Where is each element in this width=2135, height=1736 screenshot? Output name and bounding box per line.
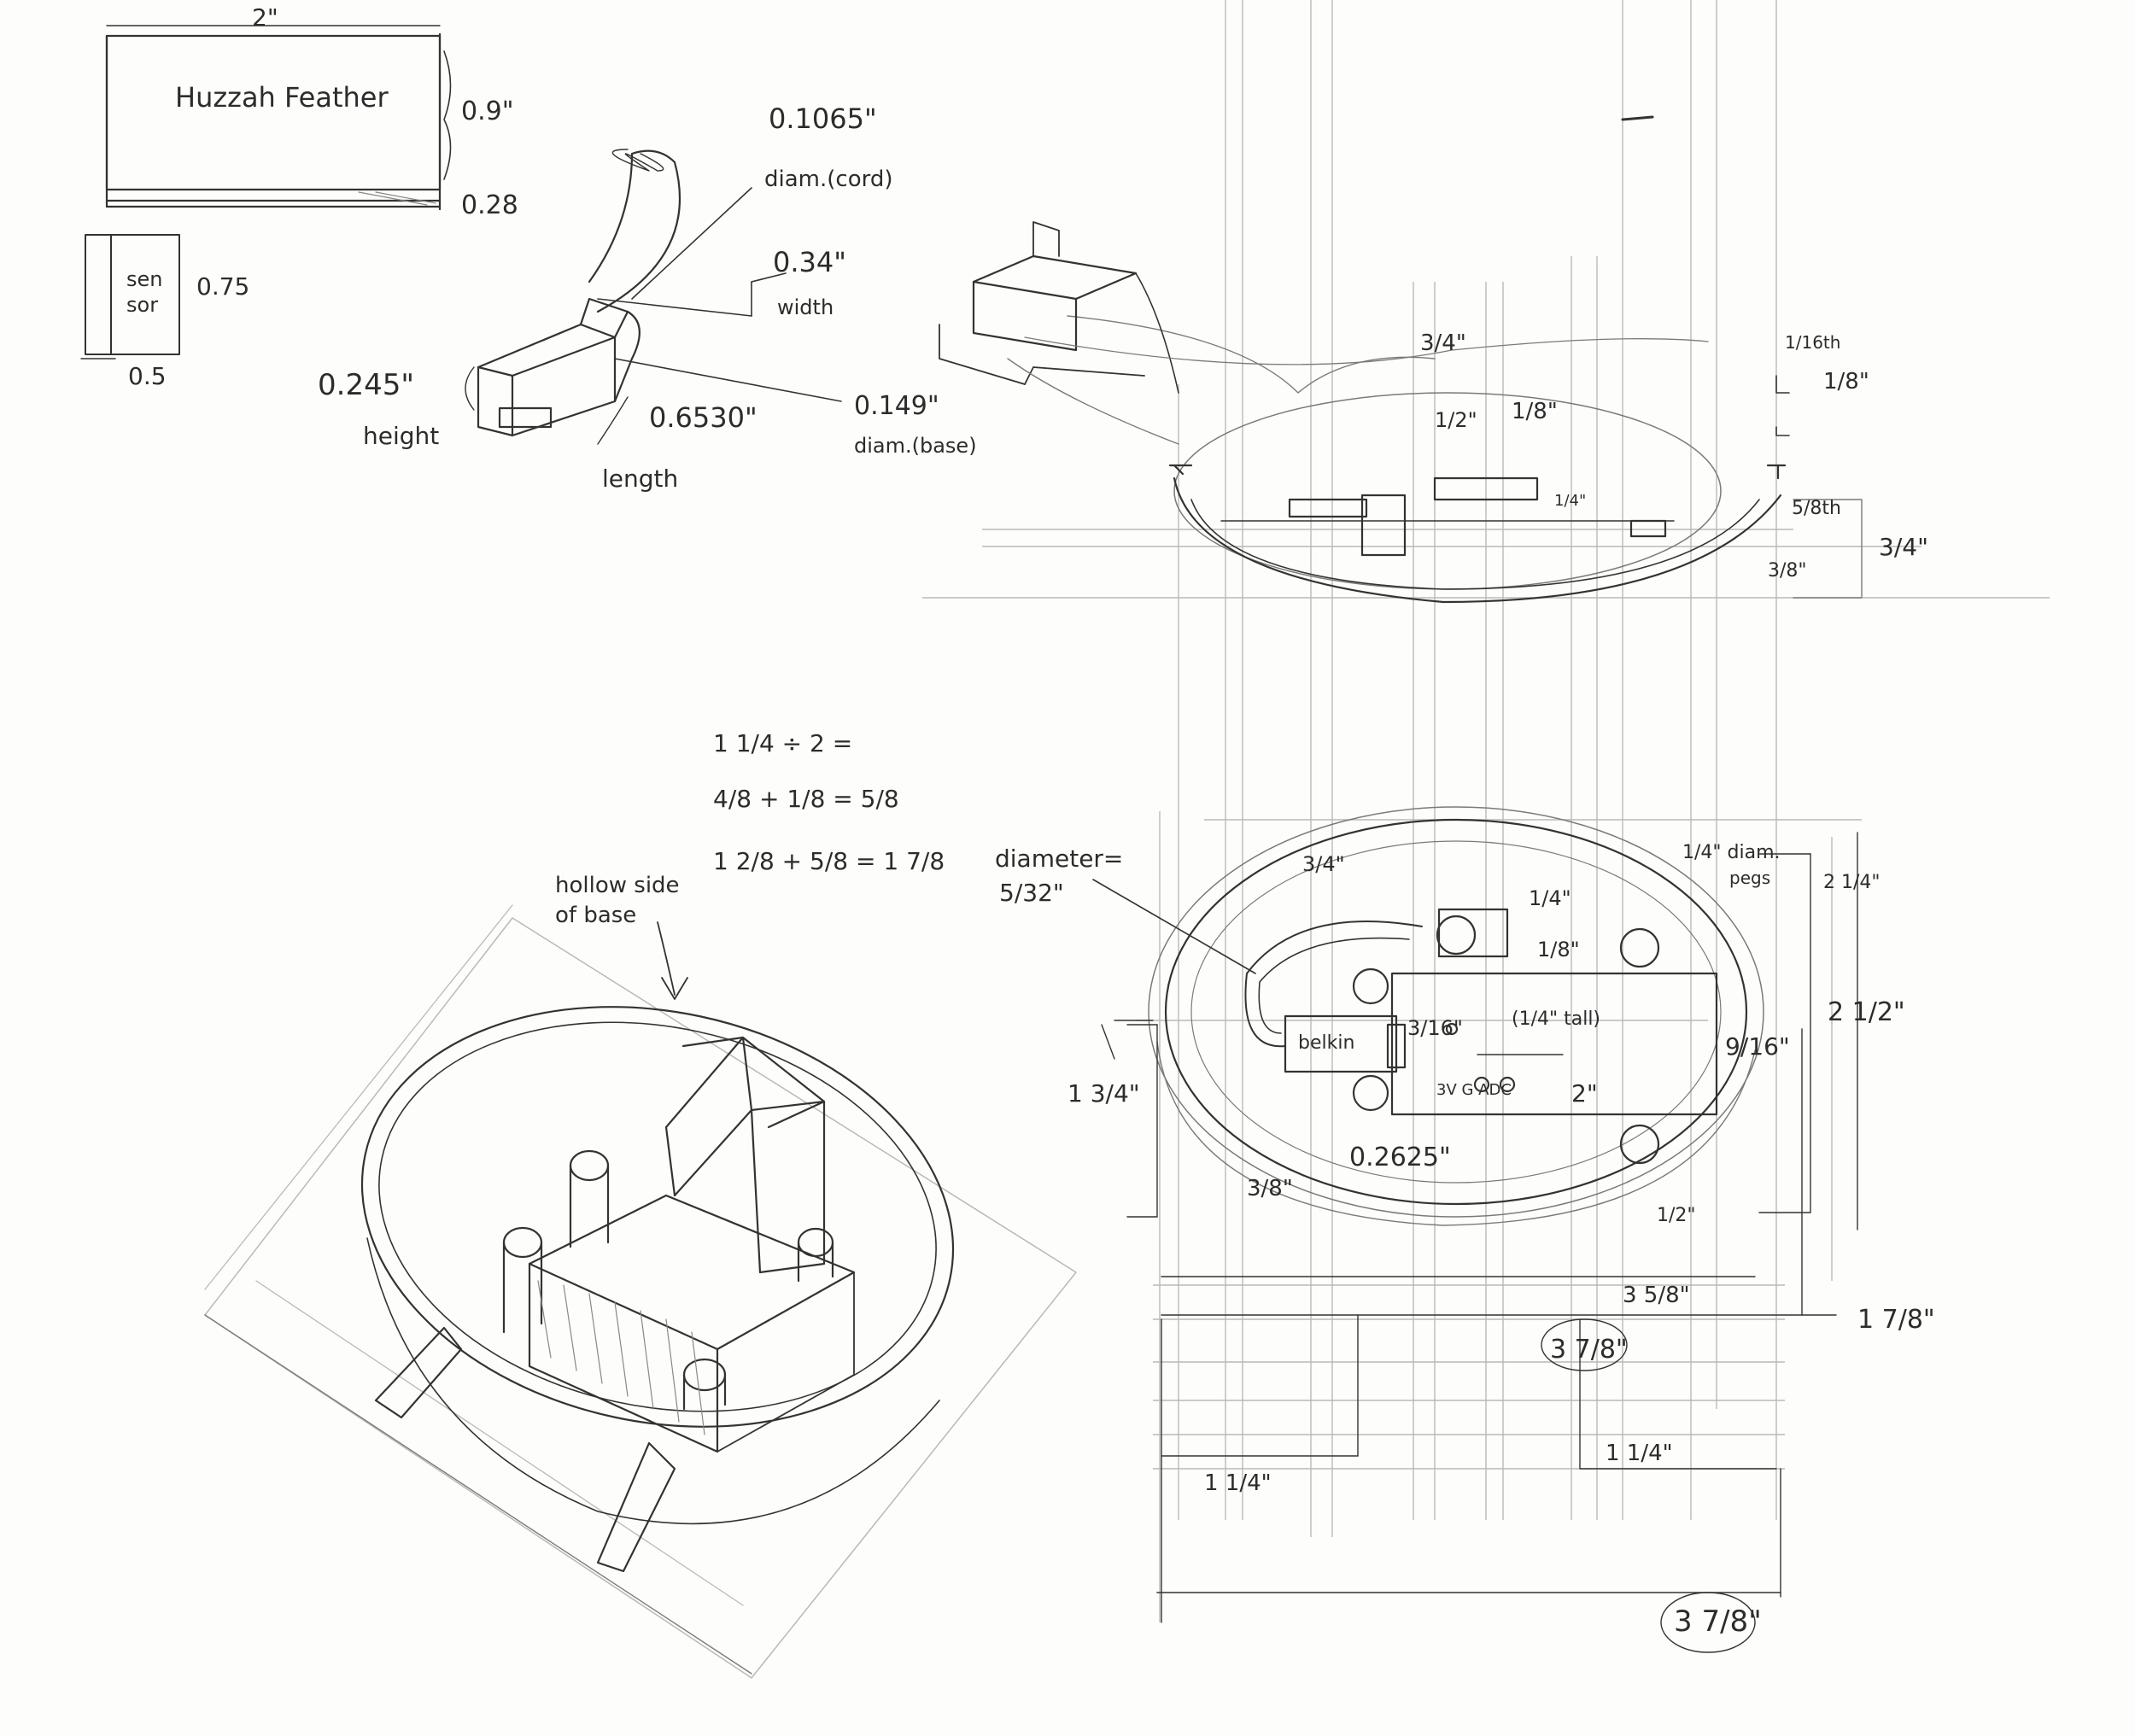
label-plug-length-val: 0.6530" bbox=[649, 401, 757, 434]
label-plan-3-8: 3/8" bbox=[1247, 1176, 1293, 1201]
label-plan-1-1-4b: 1 1/4" bbox=[1606, 1441, 1673, 1466]
label-top-1-4: 1/4" bbox=[1554, 492, 1586, 510]
annotations: 2" Huzzah Feather 0.9" 0.28 sen sor 0.75… bbox=[126, 3, 1935, 1639]
label-diam-val: 5/32" bbox=[999, 879, 1064, 907]
label-plan-1-7-8: 1 7/8" bbox=[1857, 1305, 1935, 1335]
label-plan-2-1-2: 2 1/2" bbox=[1828, 997, 1905, 1027]
label-top-1-2: 1/2" bbox=[1435, 408, 1477, 432]
label-base-diam: diam.(base) bbox=[854, 434, 977, 458]
label-plan-2-1-4: 2 1/4" bbox=[1823, 872, 1881, 893]
label-sensor-h: 0.75 bbox=[196, 272, 249, 301]
label-top-3-8: 3/8" bbox=[1768, 560, 1807, 582]
label-plan-2625: 0.2625" bbox=[1349, 1143, 1451, 1172]
label-plan-2in: 2" bbox=[1571, 1079, 1598, 1108]
label-plan-3-4: 3/4" bbox=[1302, 852, 1345, 876]
circled-dims bbox=[1541, 1318, 1756, 1653]
label-sensor-w: 0.5 bbox=[128, 362, 167, 390]
label-plan-1-3-4: 1 3/4" bbox=[1068, 1079, 1140, 1108]
label-plan-9-16: 9/16" bbox=[1725, 1032, 1790, 1061]
base-section-sketch bbox=[939, 115, 1863, 604]
label-tall: (1/4" tall) bbox=[1512, 1008, 1600, 1030]
label-plan-3-5-8: 3 5/8" bbox=[1623, 1283, 1690, 1308]
label-top-1-8: 1/8" bbox=[1512, 399, 1558, 424]
label-board-h2: 0.28 bbox=[461, 190, 518, 220]
label-hollow-1: hollow side bbox=[555, 873, 680, 898]
label-pegs: pegs bbox=[1729, 868, 1770, 888]
usb-plug-sketch bbox=[465, 149, 842, 445]
label-plan-3-16: 3/16" bbox=[1407, 1016, 1463, 1040]
label-base-diam-val: 0.149" bbox=[854, 391, 939, 421]
label-plug-length: length bbox=[602, 465, 678, 493]
label-board-name: Huzzah Feather bbox=[175, 81, 389, 114]
base-isometric-sketch bbox=[204, 904, 1077, 1679]
label-top-3-4b: 3/4" bbox=[1879, 533, 1928, 561]
label-pins: 3V G ADC bbox=[1436, 1081, 1512, 1099]
label-plug-height: height bbox=[363, 422, 439, 450]
base-plan-sketch bbox=[1092, 806, 1858, 1623]
math-line-3: 1 2/8 + 5/8 = 1 7/8 bbox=[713, 847, 945, 875]
feather-board-sketch bbox=[105, 25, 452, 211]
label-sensor-a: sen bbox=[126, 267, 162, 291]
label-plan-1-1-4a: 1 1/4" bbox=[1204, 1470, 1272, 1496]
label-belkin: belkin bbox=[1298, 1032, 1354, 1054]
label-sensor-b: sor bbox=[126, 293, 158, 317]
label-plug-width: width bbox=[777, 295, 834, 319]
sensor-sketch bbox=[80, 234, 180, 359]
label-plan-3-7-8a: 3 7/8" bbox=[1550, 1335, 1628, 1365]
math-line-1: 1 1/4 ÷ 2 = bbox=[713, 729, 852, 757]
math-line-2: 4/8 + 1/8 = 5/8 bbox=[713, 785, 899, 813]
label-top-1-16: 1/16th bbox=[1785, 332, 1840, 353]
label-top-5-8: 5/8th bbox=[1792, 498, 1841, 519]
label-plug-height-val: 0.245" bbox=[318, 368, 414, 402]
label-diam-eq: diameter= bbox=[995, 845, 1123, 873]
label-hollow-2: of base bbox=[555, 903, 636, 928]
label-cord-diam-val: 0.1065" bbox=[769, 102, 877, 135]
label-plan-1-4-diam: 1/4" diam. bbox=[1682, 842, 1781, 863]
label-board-width: 2" bbox=[252, 3, 278, 32]
label-plug-width-val: 0.34" bbox=[773, 246, 846, 278]
label-plan-1-2: 1/2" bbox=[1657, 1205, 1696, 1226]
label-plan-1-4a: 1/4" bbox=[1529, 886, 1571, 910]
label-cord-diam: diam.(cord) bbox=[764, 167, 892, 192]
label-board-h1: 0.9" bbox=[461, 96, 514, 126]
construction-lines bbox=[922, 0, 2050, 1622]
label-top-3-4: 3/4" bbox=[1420, 330, 1466, 356]
label-plan-1-8: 1/8" bbox=[1537, 938, 1580, 962]
label-plan-3-7-8b: 3 7/8" bbox=[1674, 1604, 1762, 1639]
label-top-1-8b: 1/8" bbox=[1823, 369, 1869, 395]
